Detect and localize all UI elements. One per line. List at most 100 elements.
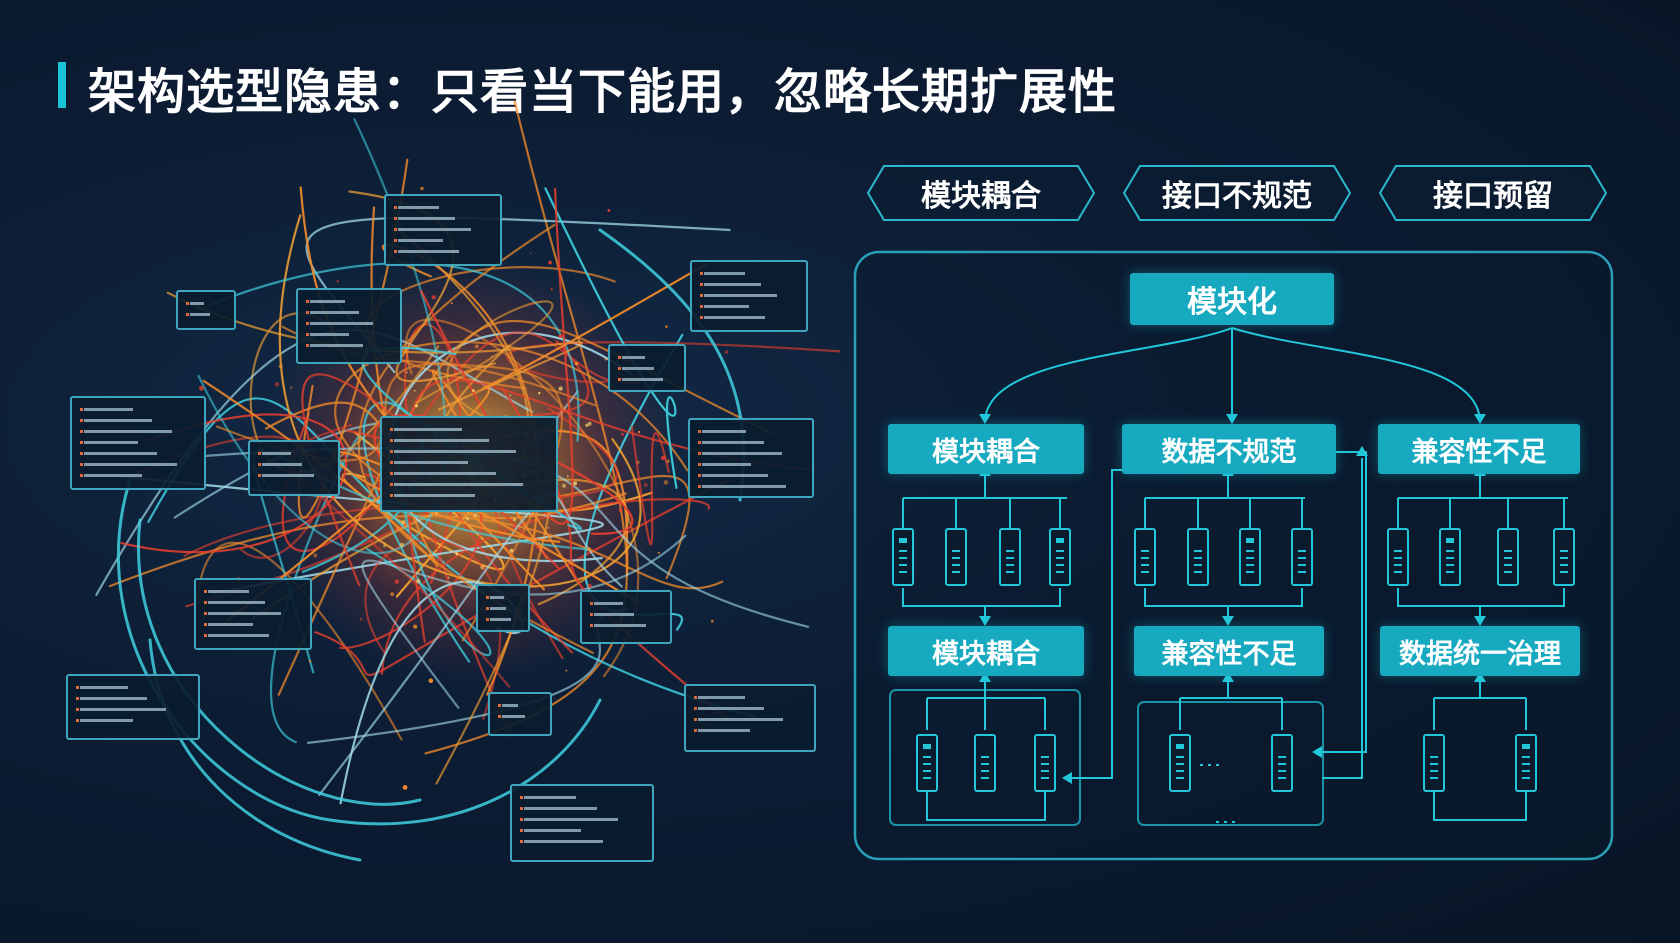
spark-dot xyxy=(401,519,406,525)
spark-dot xyxy=(665,325,668,328)
server-icon xyxy=(974,734,996,792)
spark-dot xyxy=(359,618,363,621)
tangled-wire xyxy=(252,478,629,620)
spark-dot xyxy=(586,547,592,552)
box-modularization: 模块化 xyxy=(1130,273,1334,325)
spark-dot xyxy=(394,579,400,584)
box-l1-data-nonstandard: 数据不规范 xyxy=(1122,424,1336,474)
spark-dot xyxy=(538,541,540,544)
tangled-wire xyxy=(202,206,440,568)
code-card xyxy=(510,784,654,862)
spark-dot xyxy=(413,624,418,629)
spark-dot xyxy=(399,542,404,548)
box-l1-module-coupling: 模块耦合 xyxy=(888,424,1084,474)
spark-dot xyxy=(199,385,204,391)
code-card xyxy=(380,416,558,512)
tag-module-coupling: 模块耦合 xyxy=(866,164,1096,222)
spark-dot xyxy=(567,475,569,478)
tag-interface-reserved: 接口预留 xyxy=(1378,164,1608,222)
server-icon xyxy=(1387,528,1409,586)
box-l2-module-coupling: 模块耦合 xyxy=(888,626,1084,676)
spark-dot xyxy=(548,260,552,265)
code-card xyxy=(248,440,340,496)
spark-dot xyxy=(355,454,358,457)
spark-dot xyxy=(414,404,418,408)
tag-interface-nonstandard: 接口不规范 xyxy=(1122,164,1352,222)
tangled-wire xyxy=(137,518,422,806)
server-icon xyxy=(1423,734,1445,792)
tangled-wire xyxy=(249,312,440,474)
spark-dot xyxy=(587,583,592,589)
box-l1-compatibility: 兼容性不足 xyxy=(1378,424,1580,474)
spark-dot xyxy=(509,394,512,397)
code-card xyxy=(580,590,672,644)
server-icon xyxy=(1553,528,1575,586)
server-icon xyxy=(1034,734,1056,792)
spark-dot xyxy=(530,252,532,254)
spark-dot xyxy=(509,548,514,553)
spark-dot xyxy=(480,565,485,570)
spark-dot xyxy=(587,421,592,426)
tangled-wire xyxy=(108,514,724,590)
spark-dot xyxy=(573,481,578,486)
code-card xyxy=(476,584,530,632)
spark-dot xyxy=(466,516,470,521)
spark-dot xyxy=(313,553,318,558)
tangled-wire xyxy=(278,214,642,588)
spark-dot xyxy=(289,386,293,389)
box-l2-data-governance: 数据统一治理 xyxy=(1380,626,1580,676)
spark-dot xyxy=(558,334,563,338)
spark-dot xyxy=(710,619,714,623)
spark-dot xyxy=(636,460,640,464)
title-accent-bar xyxy=(58,62,66,108)
code-card xyxy=(66,674,200,740)
server-icon xyxy=(1169,734,1191,792)
spark-dot xyxy=(416,579,421,584)
server-icon xyxy=(999,528,1021,586)
code-card xyxy=(684,684,816,752)
spark-dot xyxy=(618,508,623,513)
server-icon xyxy=(1291,528,1313,586)
spark-dot xyxy=(621,432,624,436)
spark-dot xyxy=(638,430,641,434)
spark-dot xyxy=(474,344,479,349)
spark-dot xyxy=(472,389,475,392)
spark-dot xyxy=(538,392,541,395)
spark-dot xyxy=(562,483,566,488)
tangled-wire xyxy=(166,291,584,411)
server-icon xyxy=(1239,528,1261,586)
spark-dot xyxy=(402,785,408,790)
spark-dot xyxy=(663,480,669,485)
spark-dot xyxy=(451,302,453,305)
code-card xyxy=(384,194,502,266)
spark-dot xyxy=(278,364,283,369)
spark-dot xyxy=(274,382,280,387)
spark-dot xyxy=(336,280,339,283)
spark-dot xyxy=(513,518,516,522)
code-card xyxy=(296,288,402,364)
tangled-wire xyxy=(415,300,554,430)
code-card xyxy=(690,260,808,332)
tangled-wire xyxy=(281,412,381,553)
spark-dot xyxy=(585,423,589,427)
spark-dot xyxy=(431,295,436,300)
server-icon xyxy=(1497,528,1519,586)
code-card xyxy=(608,344,686,392)
box-l2-compatibility: 兼容性不足 xyxy=(1134,626,1324,676)
server-icon xyxy=(916,734,938,792)
spark-dot xyxy=(660,455,666,461)
spark-dot xyxy=(383,544,386,548)
page-title: 架构选型隐患：只看当下能用，忽略长期扩展性 xyxy=(88,64,1118,120)
spark-dot xyxy=(643,483,648,487)
spark-dot xyxy=(607,209,611,212)
spark-dot xyxy=(666,459,670,463)
spark-dot xyxy=(434,512,438,516)
tangled-wire xyxy=(116,478,602,826)
tangled-wire xyxy=(334,340,689,478)
spark-dot xyxy=(413,389,416,392)
code-card xyxy=(688,418,814,498)
server-icon xyxy=(1515,734,1537,792)
server-icon xyxy=(945,528,967,586)
tangled-wire xyxy=(269,434,361,744)
